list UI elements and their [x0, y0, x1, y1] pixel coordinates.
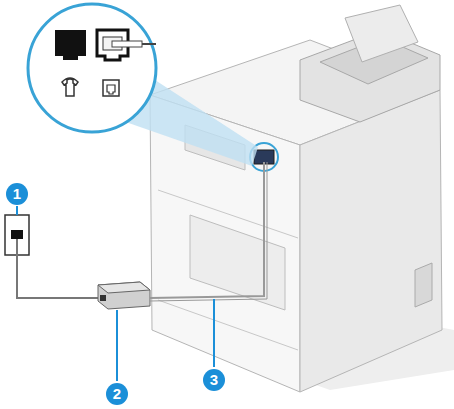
callout-number: 2	[106, 383, 128, 405]
callout-number: 3	[203, 369, 225, 391]
phone-cord	[150, 162, 264, 298]
leader-line	[213, 299, 215, 367]
leader-line	[16, 206, 18, 215]
printer-side	[300, 90, 442, 392]
callout-number: 1	[6, 183, 28, 205]
line-icon	[103, 80, 119, 96]
zoom-circle	[28, 4, 156, 132]
wall-socket	[11, 230, 23, 239]
phone-socket	[55, 30, 86, 60]
zoom-inset	[28, 4, 156, 132]
filter-top	[98, 282, 150, 293]
filter-body	[98, 282, 150, 309]
filter-port	[100, 295, 106, 301]
adf-lid	[345, 5, 418, 62]
wall-cable	[17, 239, 98, 298]
leader-line	[116, 310, 118, 381]
power-inlet	[415, 263, 432, 307]
plug-cable	[142, 43, 156, 45]
phone-icon	[62, 78, 78, 96]
printer	[150, 5, 454, 392]
plug	[112, 41, 142, 47]
line-icon-jack	[107, 85, 115, 94]
phone-cord-edge	[150, 162, 267, 301]
panel-seam	[158, 300, 298, 350]
panel-seam	[158, 190, 298, 238]
rear-ports	[254, 150, 274, 164]
dsl-filter	[98, 282, 150, 309]
